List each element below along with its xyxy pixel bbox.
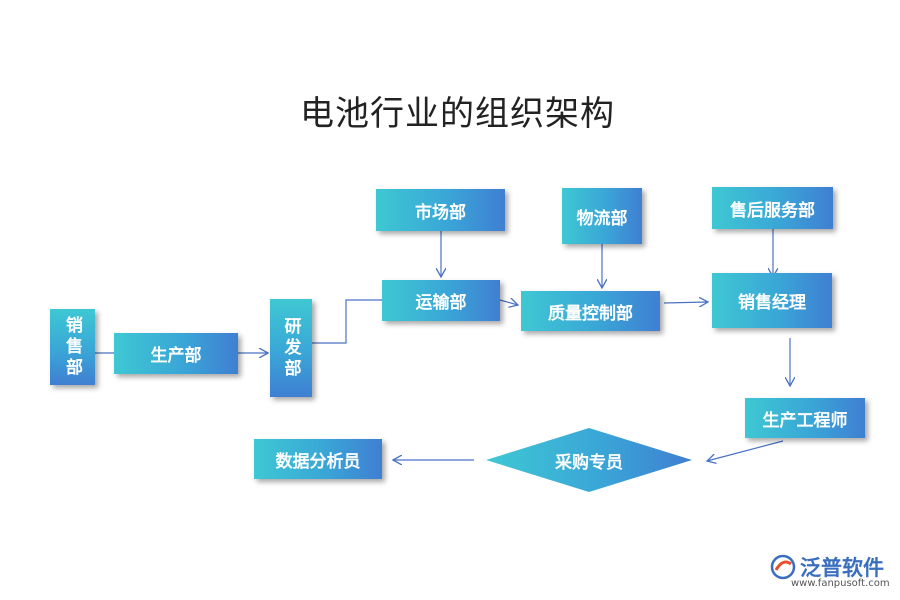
- arrow-transport-qc: [499, 300, 518, 305]
- node-sales-manager: 销售经理: [712, 273, 832, 328]
- arrow-qc-salesmanager: [663, 302, 708, 303]
- node-market-dept: 市场部: [376, 189, 505, 231]
- brand-url: www.fanpusoft.com: [791, 578, 890, 589]
- brand-logo-icon: [770, 554, 796, 580]
- node-sales-dept: 销售部: [50, 309, 95, 385]
- brand-name: 泛普软件: [800, 556, 884, 580]
- node-transport-dept: 运输部: [382, 280, 500, 321]
- node-production-engineer: 生产工程师: [745, 398, 865, 438]
- brand-logo: 泛普软件: [770, 552, 884, 582]
- connector-rnd-transport: [312, 299, 382, 344]
- node-purchasing-specialist: 采购专员: [555, 452, 623, 473]
- page-title: 电池行业的组织架构: [300, 94, 615, 134]
- node-data-analyst: 数据分析员: [254, 439, 382, 479]
- node-rnd-dept: 研发部: [270, 299, 312, 397]
- node-aftersales-dept: 售后服务部: [712, 187, 833, 229]
- node-qc-dept: 质量控制部: [521, 291, 660, 331]
- node-logistics-dept: 物流部: [562, 188, 642, 244]
- arrow-engineer-purchasing: [707, 440, 784, 461]
- purchasing-diamond-shape: [486, 428, 692, 492]
- node-production-dept: 生产部: [114, 333, 238, 374]
